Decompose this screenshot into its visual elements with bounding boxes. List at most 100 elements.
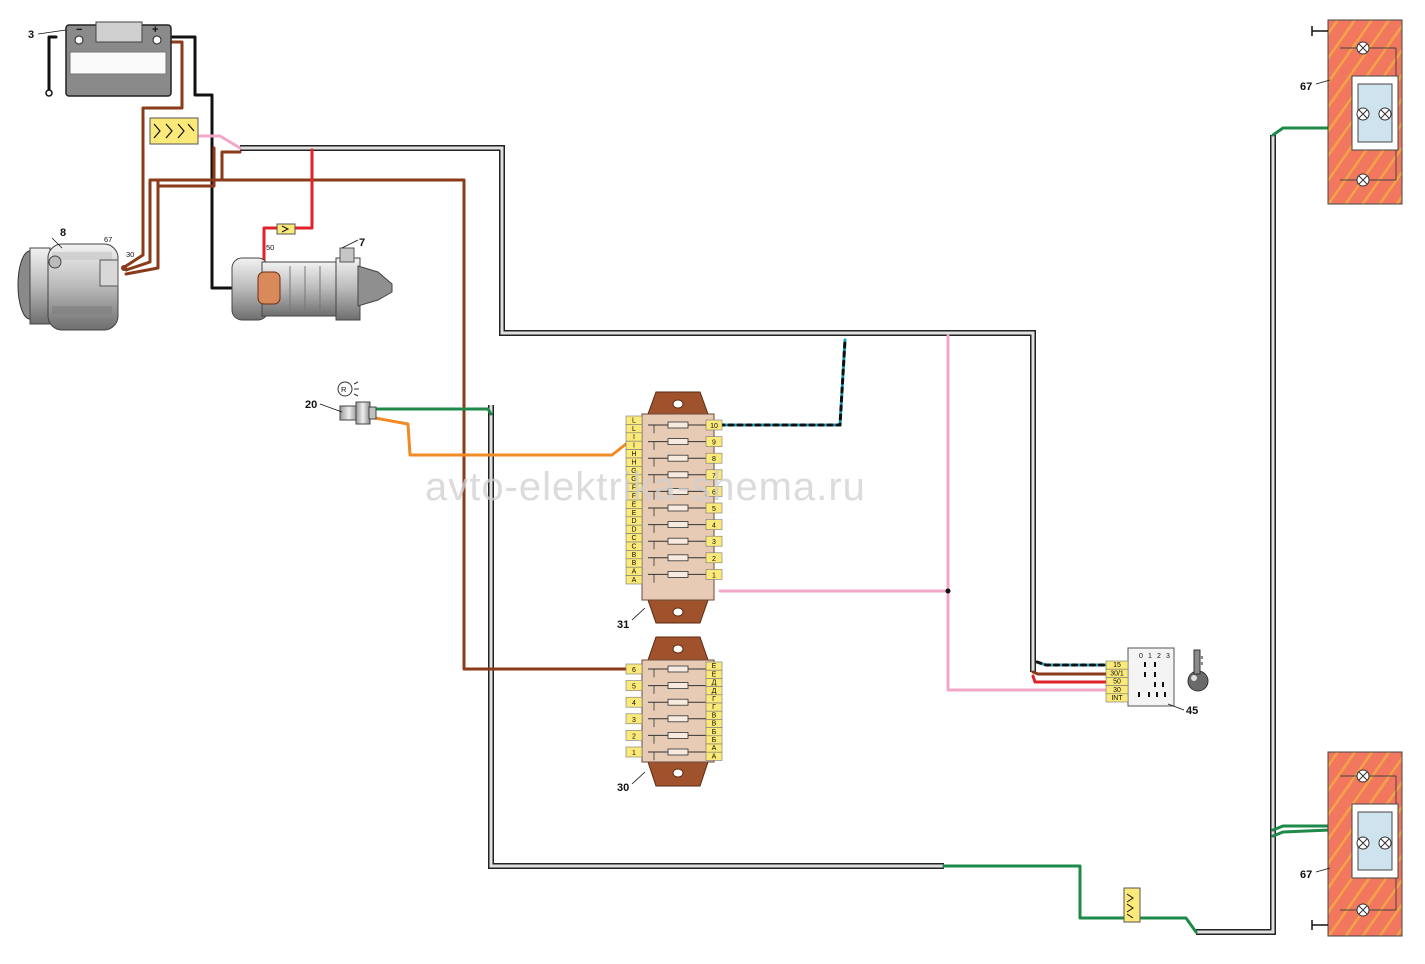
fuse-slot xyxy=(648,732,708,744)
alternator-terminal-67: 67 xyxy=(104,235,112,244)
fuse30-left-pin: 2 xyxy=(625,730,643,741)
fuse31-right-pin-label: 5 xyxy=(712,506,716,513)
fuse30-right-pin: Д xyxy=(705,678,723,687)
wire-battery-starter-black xyxy=(158,35,250,290)
fuse31-right-pin: 6 xyxy=(705,486,723,497)
wire-ignition-50 xyxy=(1031,674,1108,684)
fuse30-right-pin: А xyxy=(705,743,723,753)
callout-8: 8 xyxy=(60,227,66,239)
wire-ignition-30-1 xyxy=(1031,670,1108,676)
wire-brown-to-fuse30 xyxy=(156,178,628,671)
fuse-slot xyxy=(648,471,708,484)
fuse31-right-pin: 9 xyxy=(705,436,723,447)
fuse31-left-pin-label: A xyxy=(632,577,637,584)
fuse-slot xyxy=(648,454,708,467)
wire-alternator-brown-3 xyxy=(124,146,216,276)
fuse-slot xyxy=(648,554,708,567)
fuse30-left-pin: 6 xyxy=(625,663,643,675)
starter-motor xyxy=(231,247,393,321)
fuse31-left-pin-label: D xyxy=(631,518,636,525)
fuse-link xyxy=(149,117,199,145)
callout-30: 30 xyxy=(617,782,629,794)
fuse30-left-pin: 4 xyxy=(625,696,643,708)
key-icon xyxy=(1187,649,1209,692)
fuse31-right-pin: 5 xyxy=(705,502,723,514)
ignition-terminal-label: 30/1 xyxy=(1110,670,1124,677)
ground-symbol xyxy=(45,89,53,97)
fuse30-left-pin-label: 6 xyxy=(632,667,636,674)
battery-positive-terminal xyxy=(152,35,162,45)
fuse31-left-pin-label: H xyxy=(631,451,636,458)
rear-lamp-bottom xyxy=(1311,751,1403,937)
fuse31-left-pin: H xyxy=(625,449,643,459)
battery-negative-terminal xyxy=(74,35,84,45)
fuse31-right-pin-label: 9 xyxy=(712,440,716,447)
fuse30-right-pin: Б xyxy=(705,727,723,737)
fuse30-right-pin-label: Г xyxy=(712,696,716,703)
fuse-slot xyxy=(648,438,708,450)
fuse31-left-pin-label: B xyxy=(632,560,637,567)
fuse31-left-pin-label: L xyxy=(632,417,636,424)
fuse30-right-pin: Г xyxy=(705,694,723,704)
wires xyxy=(47,35,1332,934)
callout-67-bottom: 67 xyxy=(1300,869,1312,881)
ignition-position-label: 2 xyxy=(1157,653,1161,660)
fuse31-left-pin-label: E xyxy=(632,510,637,517)
fuse31-left-pin: D xyxy=(625,524,643,534)
fuse30-left-pin: 1 xyxy=(625,746,643,758)
fuse30-left-pin: 3 xyxy=(625,713,643,725)
alternator-terminal-30: 30 xyxy=(126,250,134,259)
fuse-slot xyxy=(648,715,708,728)
fuse30-right-pin-label: Б xyxy=(712,729,717,736)
fuse31-right-pin-label: 4 xyxy=(712,523,716,530)
fuse-slot xyxy=(648,571,708,583)
fuse30-right-pin-label: А xyxy=(712,753,717,760)
wire-green-rear-lamp-top xyxy=(1271,126,1332,137)
fuse31-left-pin: L xyxy=(625,424,643,434)
wire-red-starter-50 xyxy=(262,148,314,272)
ignition-terminal: 30/1 xyxy=(1105,668,1129,678)
fuse31-right-pin-label: 8 xyxy=(712,456,716,463)
fuse30-left-pin: 5 xyxy=(625,680,643,691)
fuse31-right-pin: 2 xyxy=(705,552,723,564)
battery: − + xyxy=(45,21,172,97)
fuse31-left-pin: A xyxy=(625,575,643,585)
callout-31: 31 xyxy=(617,619,629,631)
fuse31-right-pin: 1 xyxy=(705,569,723,580)
fuse31-left-pin-label: F xyxy=(632,493,636,500)
battery-minus-label: − xyxy=(76,24,82,36)
starter-terminal-50: 50 xyxy=(266,243,274,252)
fuse30-left-pin-label: 3 xyxy=(632,717,636,724)
fuse31-left-pin-label: I xyxy=(633,443,635,450)
fuse31-right-pin: 4 xyxy=(705,519,723,530)
fuse31-right-pin-label: 3 xyxy=(712,539,716,546)
fuse-slot xyxy=(648,487,708,500)
ignition-position-label: 3 xyxy=(1166,653,1170,660)
ignition-terminal-label: 50 xyxy=(1113,679,1121,686)
fuse31-left-pin: L xyxy=(625,415,643,425)
callout-7: 7 xyxy=(359,237,365,249)
fuse31-right-pin-label: 7 xyxy=(712,473,716,480)
fuse31-left-pin-label: C xyxy=(631,543,636,550)
wire-battery-ground xyxy=(47,35,58,92)
fuse31-right-pin-label: 1 xyxy=(712,572,716,579)
fuse30-right-pin: Е xyxy=(705,669,723,679)
fuse31-right-pin: 7 xyxy=(705,469,723,481)
wire-orange-oil-sensor xyxy=(373,416,628,457)
fuse-slot xyxy=(648,665,708,678)
trailer-connector xyxy=(1123,887,1141,923)
ignition-terminal-label: INT xyxy=(1111,695,1123,702)
fuse-slot xyxy=(648,537,708,550)
wire-pink-fuse31-ignition xyxy=(946,334,1108,692)
callout-67-top: 67 xyxy=(1300,81,1312,93)
fuse31-right-pin-label: 2 xyxy=(712,556,716,563)
ignition-terminal: 30 xyxy=(1105,685,1129,695)
junction-dot xyxy=(945,588,951,594)
fuse30-right-pin-label: В xyxy=(712,721,717,728)
fuse31-left-pin: B xyxy=(625,550,643,560)
fuse-slot xyxy=(648,504,708,517)
fuse31-right-pin: 3 xyxy=(705,535,723,547)
